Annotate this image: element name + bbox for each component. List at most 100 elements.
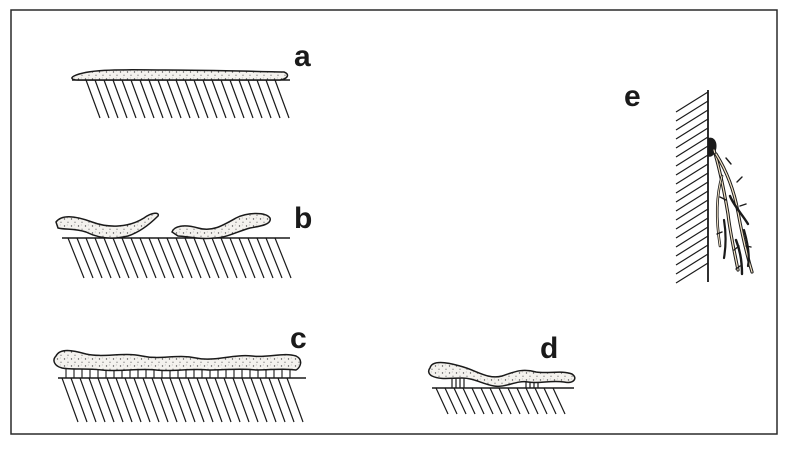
hatch-line <box>95 80 109 118</box>
hatch-line <box>212 80 226 118</box>
hatch-line <box>104 80 118 118</box>
panel-d-crust <box>429 363 575 387</box>
hatch-line <box>161 378 177 422</box>
hatch-line <box>676 92 708 112</box>
hatch-line <box>122 238 138 278</box>
hatch-line <box>197 378 213 422</box>
hatch-line <box>179 378 195 422</box>
hatch-line <box>212 238 228 278</box>
hatch-line <box>77 238 93 278</box>
hatch-line <box>221 80 235 118</box>
hatch-line <box>194 80 208 118</box>
hatch-line <box>131 80 145 118</box>
hatch-line <box>140 80 154 118</box>
hatch-line <box>215 378 231 422</box>
panel-e-hatching <box>676 92 708 283</box>
hatch-line <box>287 378 303 422</box>
hatch-line <box>676 137 708 157</box>
hatch-line <box>206 378 222 422</box>
hatch-line <box>257 80 271 118</box>
hatch-line <box>131 238 147 278</box>
hatch-line <box>676 164 708 184</box>
hatch-line <box>242 378 258 422</box>
hatch-line <box>158 80 172 118</box>
hatch-line <box>269 378 285 422</box>
hatch-line <box>125 378 141 422</box>
hatch-line <box>230 80 244 118</box>
hatch-line <box>203 80 217 118</box>
panel-c-crust <box>54 351 301 371</box>
hatch-line <box>676 209 708 229</box>
hatch-line <box>188 378 204 422</box>
hatch-line <box>113 80 127 118</box>
hatch-line <box>149 238 165 278</box>
hatch-line <box>676 101 708 121</box>
hatch-line <box>185 238 201 278</box>
panel-a-hatching <box>86 80 289 118</box>
hatch-line <box>185 80 199 118</box>
hatch-line <box>676 245 708 265</box>
hatch-line <box>143 378 159 422</box>
hatch-line <box>676 218 708 238</box>
panel-b-label: b <box>294 202 312 235</box>
hatch-line <box>257 238 273 278</box>
hatch-line <box>170 378 186 422</box>
hatch-line <box>86 80 100 118</box>
hatch-line <box>233 378 249 422</box>
hatch-line <box>167 80 181 118</box>
panel-c-label: c <box>290 322 307 355</box>
hatch-line <box>266 80 280 118</box>
hatch-line <box>224 378 240 422</box>
panel-d-hatching <box>436 388 565 414</box>
hatch-line <box>86 238 102 278</box>
panel-b-crust-right <box>172 214 270 239</box>
panel-b: b <box>56 202 312 278</box>
hatch-line <box>95 238 111 278</box>
hatch-line <box>248 80 262 118</box>
hatch-line <box>278 378 294 422</box>
hatch-line <box>676 128 708 148</box>
hatch-line <box>140 238 156 278</box>
hatch-line <box>676 182 708 202</box>
hatch-line <box>275 80 289 118</box>
hatch-line <box>676 227 708 247</box>
panel-a-crust <box>72 70 288 80</box>
hatch-line <box>251 378 267 422</box>
panel-a-label: a <box>294 40 311 73</box>
hatch-line <box>676 236 708 256</box>
hatch-line <box>134 378 150 422</box>
panel-b-crust-left <box>56 213 158 238</box>
panel-e-fruticose-thallus <box>714 150 752 274</box>
hatch-line <box>149 80 163 118</box>
panel-b-hatching <box>68 238 291 278</box>
hatch-line <box>266 238 282 278</box>
hatch-line <box>676 263 708 283</box>
hatch-line <box>676 119 708 139</box>
hatch-line <box>113 238 129 278</box>
panel-c: c <box>54 322 307 422</box>
hatch-line <box>176 238 192 278</box>
hatch-line <box>158 238 174 278</box>
hatch-line <box>176 80 190 118</box>
hatch-line <box>275 238 291 278</box>
hatch-line <box>676 110 708 130</box>
hatch-line <box>676 191 708 211</box>
hatch-line <box>676 146 708 166</box>
hatch-line <box>194 238 210 278</box>
hatch-line <box>98 378 114 422</box>
panel-d-label: d <box>540 332 558 365</box>
hatch-line <box>89 378 105 422</box>
hatch-line <box>122 80 136 118</box>
hatch-line <box>71 378 87 422</box>
hatch-line <box>152 378 168 422</box>
hatch-line <box>116 378 132 422</box>
hatch-line <box>676 155 708 175</box>
hatch-line <box>239 80 253 118</box>
hatch-line <box>221 238 237 278</box>
hatch-line <box>80 378 96 422</box>
hatch-line <box>68 238 84 278</box>
hatch-line <box>104 238 120 278</box>
hatch-line <box>248 238 264 278</box>
panel-e-label: e <box>624 80 641 113</box>
hatch-line <box>676 200 708 220</box>
